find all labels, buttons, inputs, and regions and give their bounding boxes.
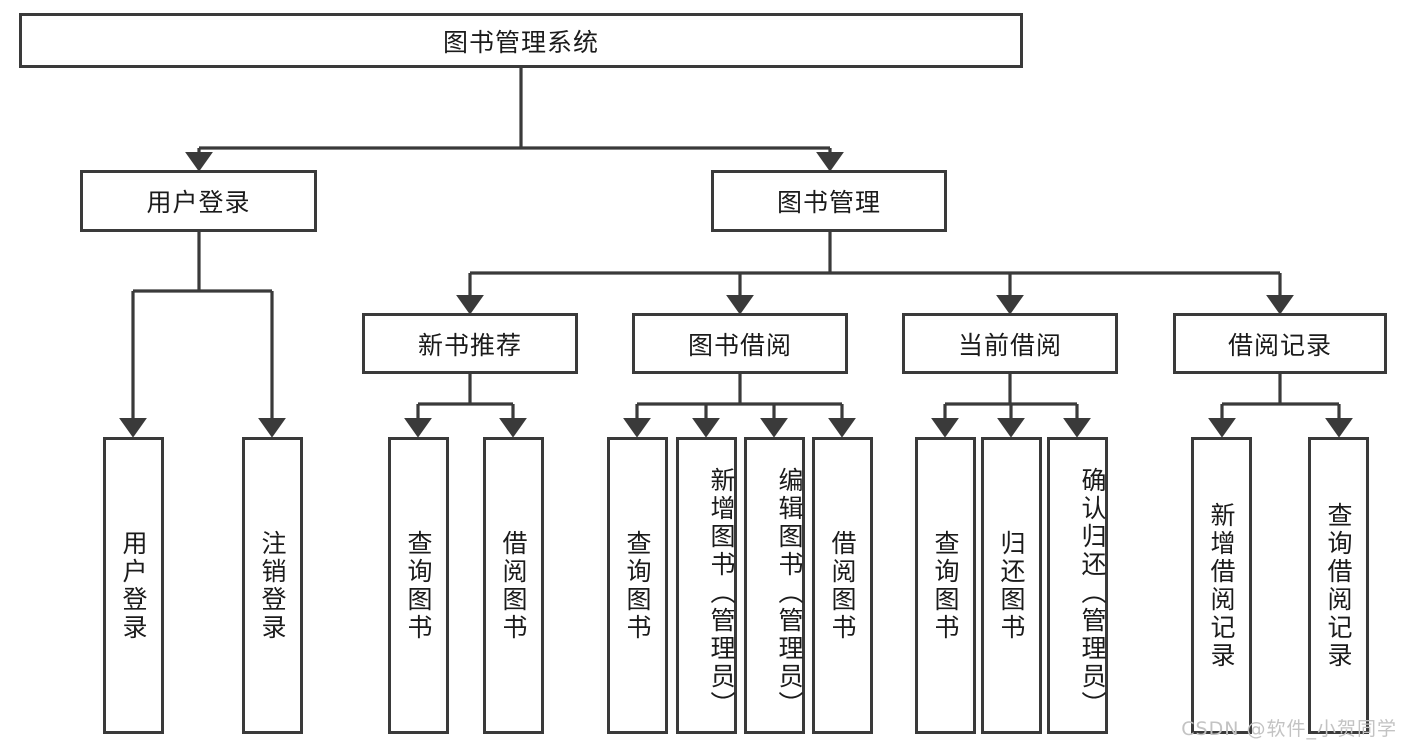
node-new-book-recommend-label: 新书推荐 <box>417 330 522 360</box>
node-leaf-query-record-label: 查询借阅记录 <box>1324 501 1353 670</box>
node-leaf-confirm-return-label: 确认归还（管理员） <box>1078 466 1107 719</box>
watermark-text: CSDN @软件_小贺同学 <box>1181 718 1397 740</box>
node-leaf-return-book[interactable]: 归还图书 <box>981 437 1042 734</box>
node-leaf-user-login-label: 用户登录 <box>119 529 148 642</box>
node-book-borrow-label: 图书借阅 <box>687 330 792 360</box>
node-leaf-query-book-2[interactable]: 查询图书 <box>607 437 668 734</box>
node-root[interactable]: 图书管理系统 <box>19 13 1023 68</box>
node-leaf-query-book-2-label: 查询图书 <box>623 529 652 642</box>
node-leaf-query-book-3[interactable]: 查询图书 <box>915 437 976 734</box>
node-current-borrow-label: 当前借阅 <box>957 330 1062 360</box>
node-new-book-recommend[interactable]: 新书推荐 <box>362 313 578 374</box>
node-leaf-query-book-1-label: 查询图书 <box>404 529 433 642</box>
node-leaf-borrow-book-1-label: 借阅图书 <box>499 529 528 642</box>
node-leaf-edit-book[interactable]: 编辑图书（管理员） <box>744 437 805 734</box>
node-borrow-record[interactable]: 借阅记录 <box>1173 313 1387 374</box>
node-user-login[interactable]: 用户登录 <box>80 170 317 232</box>
node-leaf-query-book-1[interactable]: 查询图书 <box>388 437 449 734</box>
node-current-borrow[interactable]: 当前借阅 <box>902 313 1118 374</box>
node-book-borrow[interactable]: 图书借阅 <box>632 313 848 374</box>
node-leaf-borrow-book-2[interactable]: 借阅图书 <box>812 437 873 734</box>
node-leaf-user-login[interactable]: 用户登录 <box>103 437 164 734</box>
node-leaf-query-record[interactable]: 查询借阅记录 <box>1308 437 1369 734</box>
node-book-management[interactable]: 图书管理 <box>711 170 947 232</box>
node-book-management-label: 图书管理 <box>776 188 881 217</box>
node-leaf-user-logout-label: 注销登录 <box>258 529 287 642</box>
node-leaf-confirm-return[interactable]: 确认归还（管理员） <box>1047 437 1108 734</box>
node-leaf-add-book-label: 新增图书（管理员） <box>707 466 736 719</box>
node-user-login-label: 用户登录 <box>146 188 251 217</box>
node-root-label: 图书管理系统 <box>442 27 599 57</box>
node-leaf-edit-book-label: 编辑图书（管理员） <box>775 466 804 719</box>
node-borrow-record-label: 借阅记录 <box>1227 330 1332 360</box>
node-leaf-add-book[interactable]: 新增图书（管理员） <box>676 437 737 734</box>
node-leaf-add-record[interactable]: 新增借阅记录 <box>1191 437 1252 734</box>
node-leaf-add-record-label: 新增借阅记录 <box>1207 501 1236 670</box>
node-leaf-borrow-book-2-label: 借阅图书 <box>828 529 857 642</box>
node-leaf-query-book-3-label: 查询图书 <box>931 529 960 642</box>
node-leaf-return-book-label: 归还图书 <box>997 529 1026 642</box>
node-leaf-user-logout[interactable]: 注销登录 <box>242 437 303 734</box>
node-leaf-borrow-book-1[interactable]: 借阅图书 <box>483 437 544 734</box>
